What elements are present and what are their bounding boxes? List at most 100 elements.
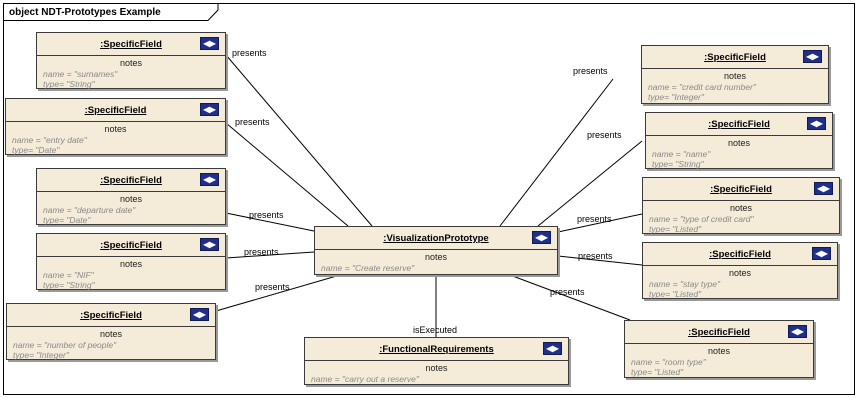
box-attr-type: type= "String": [43, 280, 95, 290]
box-attr-name: name = "Create reserve": [321, 263, 415, 273]
box-notes: notes: [727, 138, 751, 148]
expand-collapse-icon[interactable]: ◀▶: [532, 231, 551, 244]
box-header: :FunctionalRequirements ◀▶: [305, 338, 568, 361]
box-attr-type: type= "Integer": [13, 350, 69, 360]
link-label-name: presents: [587, 130, 622, 140]
box-notes: notes: [119, 194, 143, 204]
box-name: :VisualizationPrototype: [383, 232, 489, 244]
expand-collapse-icon[interactable]: ◀▶: [190, 308, 209, 321]
specific-field-room-type[interactable]: :SpecificField ◀▶ notes name = "room typ…: [624, 320, 814, 378]
box-header: :VisualizationPrototype ◀▶: [315, 227, 557, 250]
link-label-type-of-credit-card: presents: [577, 214, 612, 224]
box-name: :FunctionalRequirements: [379, 343, 494, 355]
specific-field-surnames[interactable]: :SpecificField ◀▶ notes name = "surnames…: [36, 32, 226, 89]
box-attr-name: name = "surnames": [43, 69, 118, 79]
link-credit-card-number: [499, 78, 614, 227]
link-number-of-people: [215, 274, 341, 312]
box-notes: notes: [707, 346, 731, 356]
link-name: [537, 140, 643, 227]
box-attr-type: type= "Listed": [649, 289, 702, 299]
box-header: :SpecificField ◀▶: [642, 46, 828, 69]
link-label-credit-card-number: presents: [573, 66, 608, 76]
specific-field-entry-date[interactable]: :SpecificField ◀▶ notes name = "entry da…: [5, 98, 226, 155]
box-header: :SpecificField ◀▶: [7, 304, 215, 327]
link-type-of-credit-card: [557, 213, 643, 233]
link-label-surnames: presents: [232, 48, 267, 58]
box-notes: notes: [729, 203, 753, 213]
expand-collapse-icon[interactable]: ◀▶: [200, 103, 219, 116]
specific-field-name[interactable]: :SpecificField ◀▶ notes name = "name" ty…: [645, 112, 833, 169]
box-name: :SpecificField: [84, 104, 147, 116]
box-attr-type: type= "String": [43, 79, 95, 89]
box-attr-name: name = "credit card number": [648, 82, 756, 92]
box-name: :SpecificField: [80, 309, 142, 321]
box-name: :SpecificField: [100, 174, 162, 186]
box-header: :SpecificField ◀▶: [37, 169, 225, 192]
box-attr-type: type= "String": [652, 159, 704, 169]
box-notes: notes: [119, 58, 143, 68]
expand-collapse-icon[interactable]: ◀▶: [200, 37, 219, 50]
link-label-functional: isExecuted: [413, 325, 458, 335]
box-attr-name: name = "entry date": [12, 135, 87, 145]
box-notes: notes: [119, 259, 143, 269]
link-entry-date: [225, 122, 349, 227]
expand-collapse-icon[interactable]: ◀▶: [788, 325, 807, 338]
box-notes: notes: [425, 363, 448, 373]
box-notes: notes: [728, 268, 752, 278]
link-label-stay-type: presents: [578, 251, 613, 261]
box-header: :SpecificField ◀▶: [643, 243, 837, 266]
visualization-prototype[interactable]: :VisualizationPrototype ◀▶ notes name = …: [314, 226, 558, 275]
box-name: :SpecificField: [100, 38, 162, 50]
box-notes: notes: [104, 124, 127, 134]
specific-field-credit-card-number[interactable]: :SpecificField ◀▶ notes name = "credit c…: [641, 45, 829, 104]
box-attr-type: type= "Date": [12, 145, 60, 155]
box-name: :SpecificField: [710, 183, 772, 195]
box-notes: notes: [723, 71, 747, 81]
expand-collapse-icon[interactable]: ◀▶: [814, 182, 833, 195]
expand-collapse-icon[interactable]: ◀▶: [543, 342, 562, 355]
expand-collapse-icon[interactable]: ◀▶: [807, 117, 826, 130]
box-header: :SpecificField ◀▶: [37, 234, 225, 257]
box-attr-name: name = "stay type": [649, 279, 721, 289]
box-header: :SpecificField ◀▶: [643, 178, 839, 201]
specific-field-type-of-credit-card[interactable]: :SpecificField ◀▶ notes name = "type of …: [642, 177, 840, 234]
box-header: :SpecificField ◀▶: [646, 113, 832, 136]
box-attr-name: name = "room type": [631, 357, 706, 367]
box-notes: notes: [99, 329, 123, 339]
link-label-departure-date: presents: [249, 210, 284, 220]
box-attr-name: name = "NIF": [43, 270, 94, 280]
expand-collapse-icon[interactable]: ◀▶: [812, 247, 831, 260]
specific-field-stay-type[interactable]: :SpecificField ◀▶ notes name = "stay typ…: [642, 242, 838, 299]
link-label-number-of-people: presents: [255, 282, 290, 292]
link-label-room-type: presents: [550, 287, 585, 297]
specific-field-nif[interactable]: :SpecificField ◀▶ notes name = "NIF" typ…: [36, 233, 226, 290]
specific-field-number-of-people[interactable]: :SpecificField ◀▶ notes name = "number o…: [6, 303, 216, 360]
functional-requirements[interactable]: :FunctionalRequirements ◀▶ notes name = …: [304, 337, 569, 385]
expand-collapse-icon[interactable]: ◀▶: [200, 238, 219, 251]
box-name: :SpecificField: [704, 51, 766, 63]
link-label-nif: presents: [244, 247, 279, 257]
link-label-entry-date: presents: [235, 117, 270, 127]
box-name: :SpecificField: [100, 239, 162, 251]
box-header: :SpecificField ◀▶: [6, 99, 225, 122]
box-attr-name: name = "carry out a reserve": [311, 374, 419, 384]
diagram-title: object NDT-Prototypes Example: [9, 7, 161, 18]
box-attr-name: name = "departure date": [43, 205, 136, 215]
box-attr-type: type= "Integer": [648, 92, 704, 102]
box-attr-type: type= "Date": [43, 215, 91, 225]
expand-collapse-icon[interactable]: ◀▶: [200, 173, 219, 186]
specific-field-departure-date[interactable]: :SpecificField ◀▶ notes name = "departur…: [36, 168, 226, 225]
box-header: :SpecificField ◀▶: [37, 33, 225, 56]
box-attr-name: name = "number of people": [13, 340, 117, 350]
box-notes: notes: [424, 252, 448, 262]
box-name: :SpecificField: [708, 118, 770, 130]
box-header: :SpecificField ◀▶: [625, 321, 813, 344]
link-nif: [225, 251, 315, 259]
box-name: :SpecificField: [688, 326, 750, 338]
box-attr-type: type= "Listed": [649, 224, 702, 234]
expand-collapse-icon[interactable]: ◀▶: [803, 50, 822, 63]
box-attr-name: name = "type of credit card": [649, 214, 754, 224]
link-surnames: [225, 54, 373, 227]
link-departure-date: [225, 212, 315, 232]
